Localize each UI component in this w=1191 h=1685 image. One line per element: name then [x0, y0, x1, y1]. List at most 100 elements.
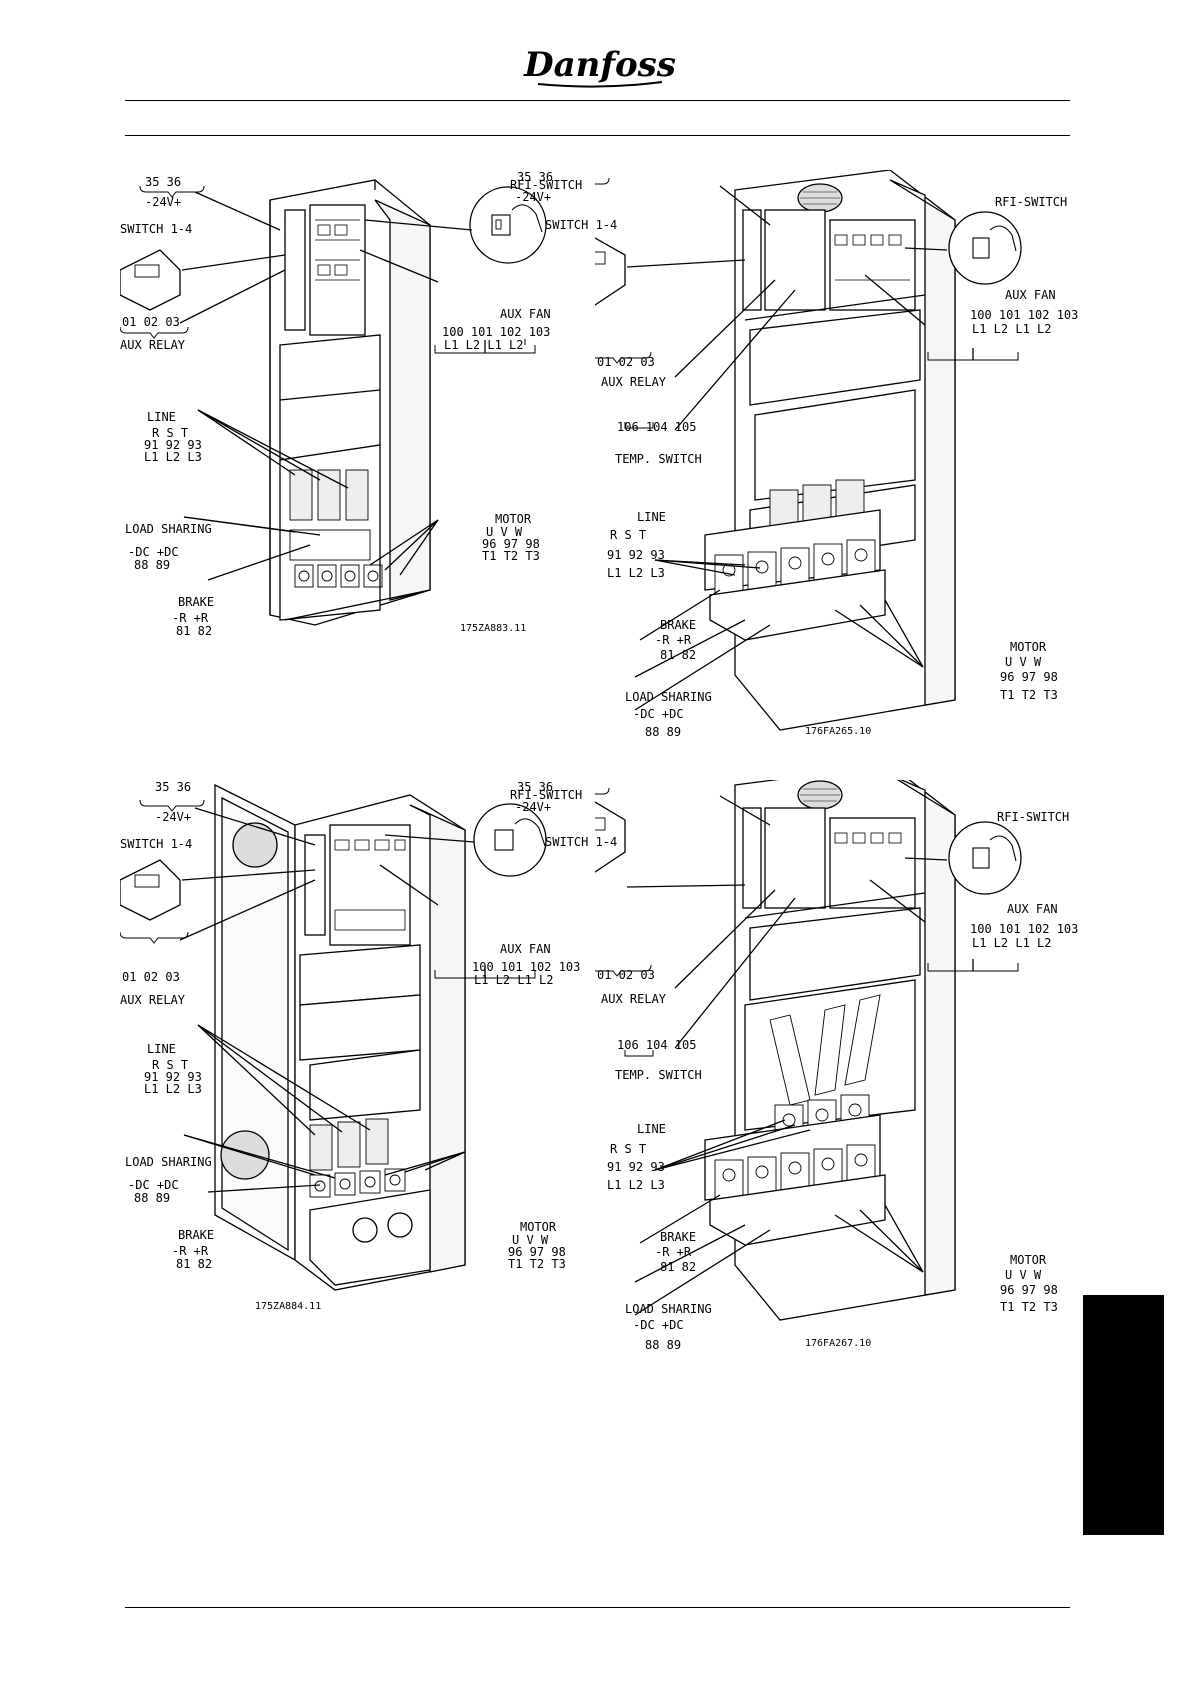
label-brake-r: -R +R — [655, 633, 692, 647]
label-24v: -24V+ — [515, 190, 552, 204]
label-dc: -DC +DC — [633, 707, 684, 721]
label-motor: MOTOR — [495, 512, 532, 526]
label-load-sharing: LOAD SHARING — [625, 1302, 712, 1316]
label-dc-numbers: 88 89 — [645, 1338, 682, 1352]
label-aux-fan-numbers: 100 101 102 103 — [442, 325, 551, 339]
label-24v: -24V+ — [155, 810, 192, 824]
label-rfi-switch: RFI-SWITCH — [995, 195, 1068, 209]
drive-cabinet-drawing — [595, 170, 1022, 731]
label-temp-switch-numbers: 106 104 105 — [617, 420, 697, 434]
label-load-sharing: LOAD SHARING — [125, 1155, 212, 1169]
wiring-diagram-panel-3: 35 36 -24V+ SWITCH 1-4 RFI-SWITCH AUX FA… — [120, 780, 680, 1380]
label-line-numbers: 91 92 93 — [144, 438, 202, 452]
label-motor-uvw: U V W — [486, 525, 523, 539]
label-line-phases: L1 L2 L3 — [607, 1178, 665, 1192]
label-dc-numbers: 88 89 — [134, 1191, 171, 1205]
label-brake: BRAKE — [178, 1228, 215, 1242]
danfoss-logo: Danfoss — [523, 45, 676, 88]
label-brake: BRAKE — [660, 1230, 697, 1244]
label-dc: -DC +DC — [128, 1178, 179, 1192]
label-line-phases: L1 L2 L3 — [607, 566, 665, 580]
label-temp-switch-numbers: 106 104 105 — [617, 1038, 697, 1052]
label-motor-numbers: 96 97 98 — [1000, 1283, 1058, 1297]
label-aux-relay-numbers: 01 02 03 — [597, 355, 655, 369]
label-aux-relay-numbers: 01 02 03 — [597, 968, 655, 982]
label-switch-1-4: SWITCH 1-4 — [545, 218, 618, 232]
label-temp-switch: TEMP. SWITCH — [615, 452, 702, 466]
label-switch-1-4: SWITCH 1-4 — [545, 835, 618, 849]
drive-cabinet-drawing — [595, 780, 1022, 1321]
label-brake-r: -R +R — [172, 1244, 209, 1258]
header-rule-top — [125, 100, 1070, 101]
label-switch-1-4: SWITCH 1-4 — [120, 222, 193, 236]
label-line: LINE — [637, 510, 666, 524]
label-line: LINE — [637, 1122, 666, 1136]
label-aux-fan-phases: L1 L2 L1 L2 — [444, 338, 524, 352]
figure-code: 176FA267.10 — [805, 1338, 872, 1349]
label-brake: BRAKE — [178, 595, 215, 609]
label-switch-1-4: SWITCH 1-4 — [120, 837, 193, 851]
label-line-numbers: 91 92 93 — [607, 1160, 665, 1174]
section-tab — [1083, 1295, 1164, 1535]
label-aux-fan-phases: L1 L2 L1 L2 — [474, 973, 554, 987]
label-line: LINE — [147, 1042, 176, 1056]
wiring-diagram-panel-4: 35 36 -24V+ SWITCH 1-4 RFI-SWITCH AUX FA… — [515, 780, 1155, 1380]
label-aux-relay-numbers: 01 02 03 — [122, 315, 180, 329]
figure-code: 176FA265.10 — [805, 726, 872, 737]
label-load-sharing: LOAD SHARING — [625, 690, 712, 704]
label-motor: MOTOR — [1010, 640, 1047, 654]
label-motor-numbers: 96 97 98 — [482, 537, 540, 551]
label-rfi-switch: RFI-SWITCH — [997, 810, 1070, 824]
drive-cabinet-drawing — [120, 179, 547, 626]
label-aux-fan: AUX FAN — [1005, 288, 1056, 302]
label-24v: -24V+ — [515, 800, 552, 814]
label-motor-terminals: T1 T2 T3 — [508, 1257, 566, 1271]
label-motor-terminals: T1 T2 T3 — [1000, 688, 1058, 702]
label-35-36: 35 36 — [155, 780, 192, 794]
drive-cabinet-drawing — [120, 783, 547, 1291]
label-line-rst: R S T — [610, 528, 647, 542]
label-rfi-switch: RFI-SWITCH — [510, 178, 583, 192]
figure-code: 175ZA883.11 — [460, 623, 527, 634]
label-temp-switch: TEMP. SWITCH — [615, 1068, 702, 1082]
label-aux-fan: AUX FAN — [1007, 902, 1058, 916]
label-aux-relay-numbers: 01 02 03 — [122, 970, 180, 984]
label-dc: -DC +DC — [128, 545, 179, 559]
label-35-36: 35 36 — [517, 170, 554, 184]
label-aux-relay: AUX RELAY — [601, 375, 667, 389]
label-motor-numbers: 96 97 98 — [1000, 670, 1058, 684]
label-aux-fan: AUX FAN — [500, 942, 551, 956]
label-rfi-switch: RFI-SWITCH — [510, 788, 583, 802]
label-aux-relay: AUX RELAY — [601, 992, 667, 1006]
label-brake-r: -R +R — [655, 1245, 692, 1259]
label-motor-terminals: T1 T2 T3 — [1000, 1300, 1058, 1314]
label-brake-numbers: 81 82 — [660, 1260, 697, 1274]
label-line-rst: R S T — [152, 426, 189, 440]
label-motor-uvw: U V W — [512, 1233, 549, 1247]
label-brake-numbers: 81 82 — [176, 624, 213, 638]
label-motor-uvw: U V W — [1005, 655, 1042, 669]
label-motor-terminals: T1 T2 T3 — [482, 549, 540, 563]
label-aux-fan-numbers: 100 101 102 103 — [472, 960, 581, 974]
label-aux-fan-phases: L1 L2 L1 L2 — [972, 322, 1052, 336]
label-line: LINE — [147, 410, 176, 424]
wiring-diagram-panel-1: 35 36 -24V+ SWITCH 1-4 RFI-SWITCH AUX FA… — [120, 170, 680, 770]
label-24v: -24V+ — [145, 195, 182, 209]
label-aux-relay: AUX RELAY — [120, 338, 186, 352]
label-brake-numbers: 81 82 — [176, 1257, 213, 1271]
label-motor: MOTOR — [520, 1220, 557, 1234]
label-line-phases: L1 L2 L3 — [144, 1082, 202, 1096]
svg-text:Danfoss: Danfoss — [523, 45, 676, 85]
label-line-phases: L1 L2 L3 — [144, 450, 202, 464]
label-line-rst: R S T — [152, 1058, 189, 1072]
label-dc-numbers: 88 89 — [645, 725, 682, 739]
label-aux-fan: AUX FAN — [500, 307, 551, 321]
footer-rule — [125, 1607, 1070, 1608]
label-line-rst: R S T — [610, 1142, 647, 1156]
label-motor: MOTOR — [1010, 1253, 1047, 1267]
label-dc-numbers: 88 89 — [134, 558, 171, 572]
label-35-36: 35 36 — [145, 175, 182, 189]
label-brake-numbers: 81 82 — [660, 648, 697, 662]
label-dc: -DC +DC — [633, 1318, 684, 1332]
label-aux-fan-phases: L1 L2 L1 L2 — [972, 936, 1052, 950]
